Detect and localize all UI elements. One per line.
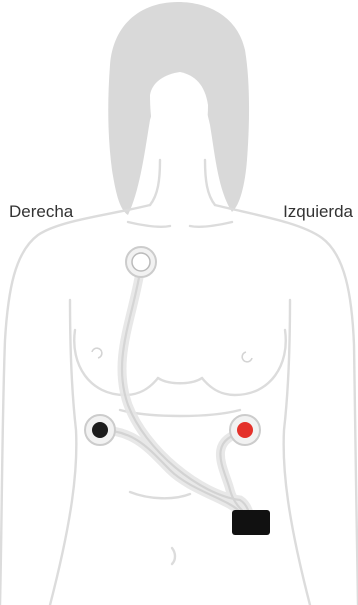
white-electrode <box>126 247 156 277</box>
nipples <box>92 348 252 362</box>
label-patient-left: Izquierda <box>283 200 353 224</box>
body-outline <box>0 160 358 605</box>
face <box>150 72 208 170</box>
label-patient-right: Derecha <box>9 200 73 224</box>
monitor-device <box>232 510 270 535</box>
lead-wires <box>100 272 250 520</box>
black-electrode <box>85 415 115 445</box>
red-electrode <box>230 415 260 445</box>
